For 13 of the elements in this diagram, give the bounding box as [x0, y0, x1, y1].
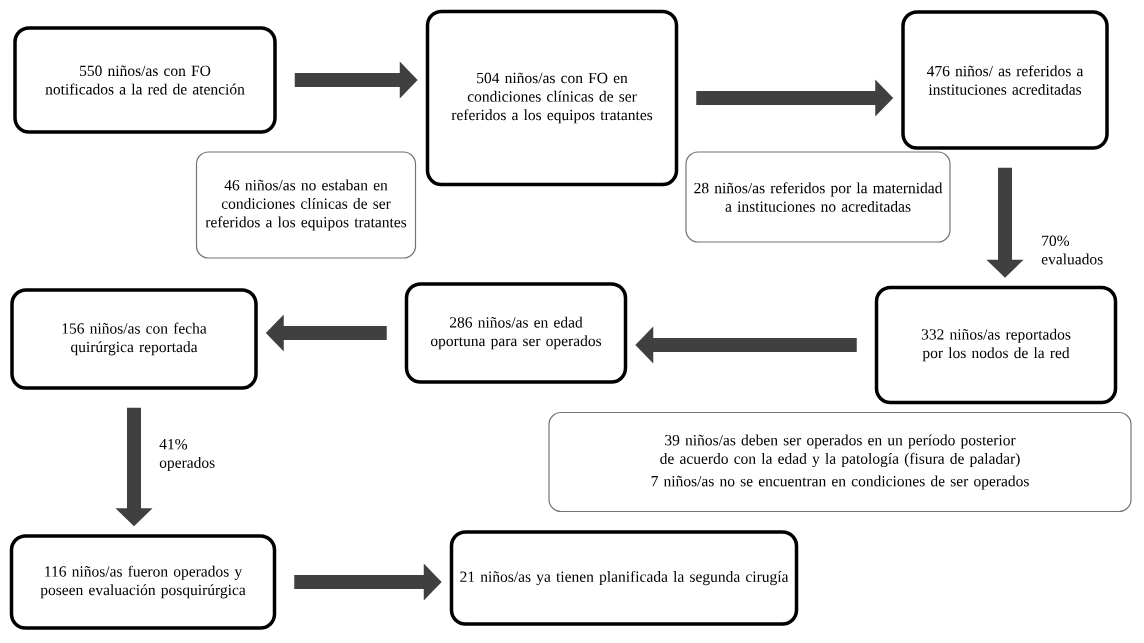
process-box: 550 niños/as con FO notificados a la red de atención [13, 26, 277, 134]
note-box: 39 niños/as deben ser operados en un período posterior de acuerdo con la edad y la patología (fisura de paladar) 7 niños/as no se encuentran en condiciones de ser operados [548, 411, 1132, 513]
note-box: 46 niños/as no estaban en condiciones clínicas de ser referidos a los equipos tratantes [195, 151, 417, 259]
note-box: 28 niños/as referidos por la maternidad a instituciones no acreditadas [685, 151, 951, 243]
process-box: 116 niños/as fueron operados y poseen evaluación posquirúrgica [9, 534, 277, 630]
process-box: 156 niños/as con fecha quirúrgica reportada [10, 288, 258, 390]
process-box: 286 niños/as en edad oportuna para ser operados [404, 282, 628, 384]
edge-label: 70% evaluados [1041, 235, 1103, 265]
process-box: 21 niños/as ya tienen planificada la segunda cirugía [449, 530, 799, 626]
process-box: 476 niños/ as referidos a instituciones acreditadas [901, 10, 1109, 150]
edge-label: 41% operados [159, 438, 215, 472]
process-box: 504 niños/as con FO en condiciones clínicas de ser referidos a los equipos tratantes [425, 9, 679, 187]
process-box: 332 niños/as reportados por los nodos de la red [874, 285, 1118, 405]
